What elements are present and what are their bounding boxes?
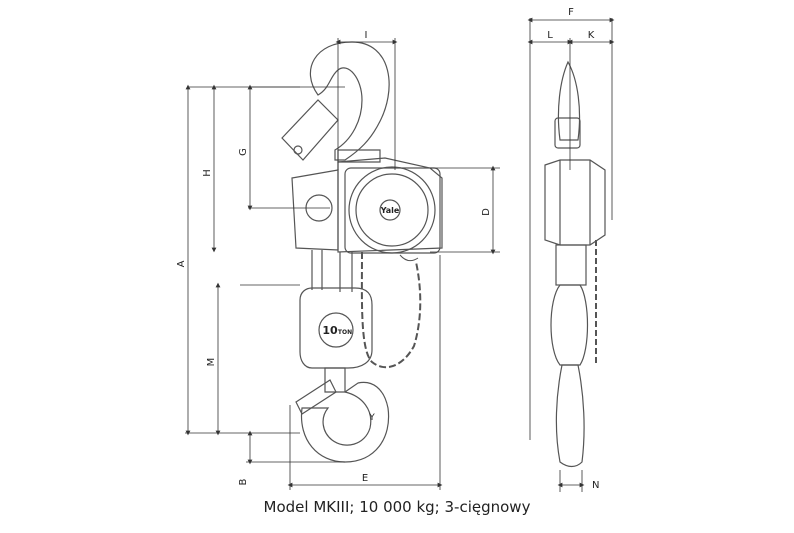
hand-wheel (348, 166, 436, 254)
label-y: Y (368, 413, 375, 423)
drawing-caption: Model MKIII; 10 000 kg; 3-cięgnowy (263, 498, 531, 516)
side-hoist-body (544, 159, 606, 246)
bottom-hook-latch (295, 379, 337, 415)
top-hook (281, 41, 390, 163)
label-a: A (176, 260, 187, 267)
hoist-body (291, 157, 443, 254)
brand-emblem (379, 199, 401, 221)
label-i: I (365, 30, 368, 41)
load-chains (311, 250, 353, 292)
label-f: F (568, 7, 574, 18)
label-b: B (238, 478, 249, 485)
top-hook-latch (281, 99, 339, 161)
label-h: H (202, 169, 213, 177)
side-bottom-hook (555, 364, 585, 468)
bottom-block (299, 287, 373, 369)
dimension-lines (185, 17, 615, 492)
label-m: M (206, 358, 217, 367)
side-bottom-block (550, 284, 589, 366)
capacity-mark: 10 (322, 324, 338, 337)
side-top-hook (557, 60, 581, 141)
hand-chain (360, 251, 422, 369)
capacity-unit: TON (338, 329, 352, 336)
side-view (544, 60, 606, 468)
body-markings: Yale 10 TON (322, 206, 400, 337)
dimension-labels: A H G M B D I E F L K N Y (176, 7, 599, 491)
label-n: N (592, 480, 599, 491)
label-k: K (588, 30, 595, 41)
front-view (281, 41, 443, 463)
brand-mark: Yale (380, 206, 400, 215)
label-g: G (238, 148, 249, 156)
label-e: E (362, 473, 368, 484)
label-d: D (481, 208, 492, 216)
label-l: L (547, 30, 553, 41)
